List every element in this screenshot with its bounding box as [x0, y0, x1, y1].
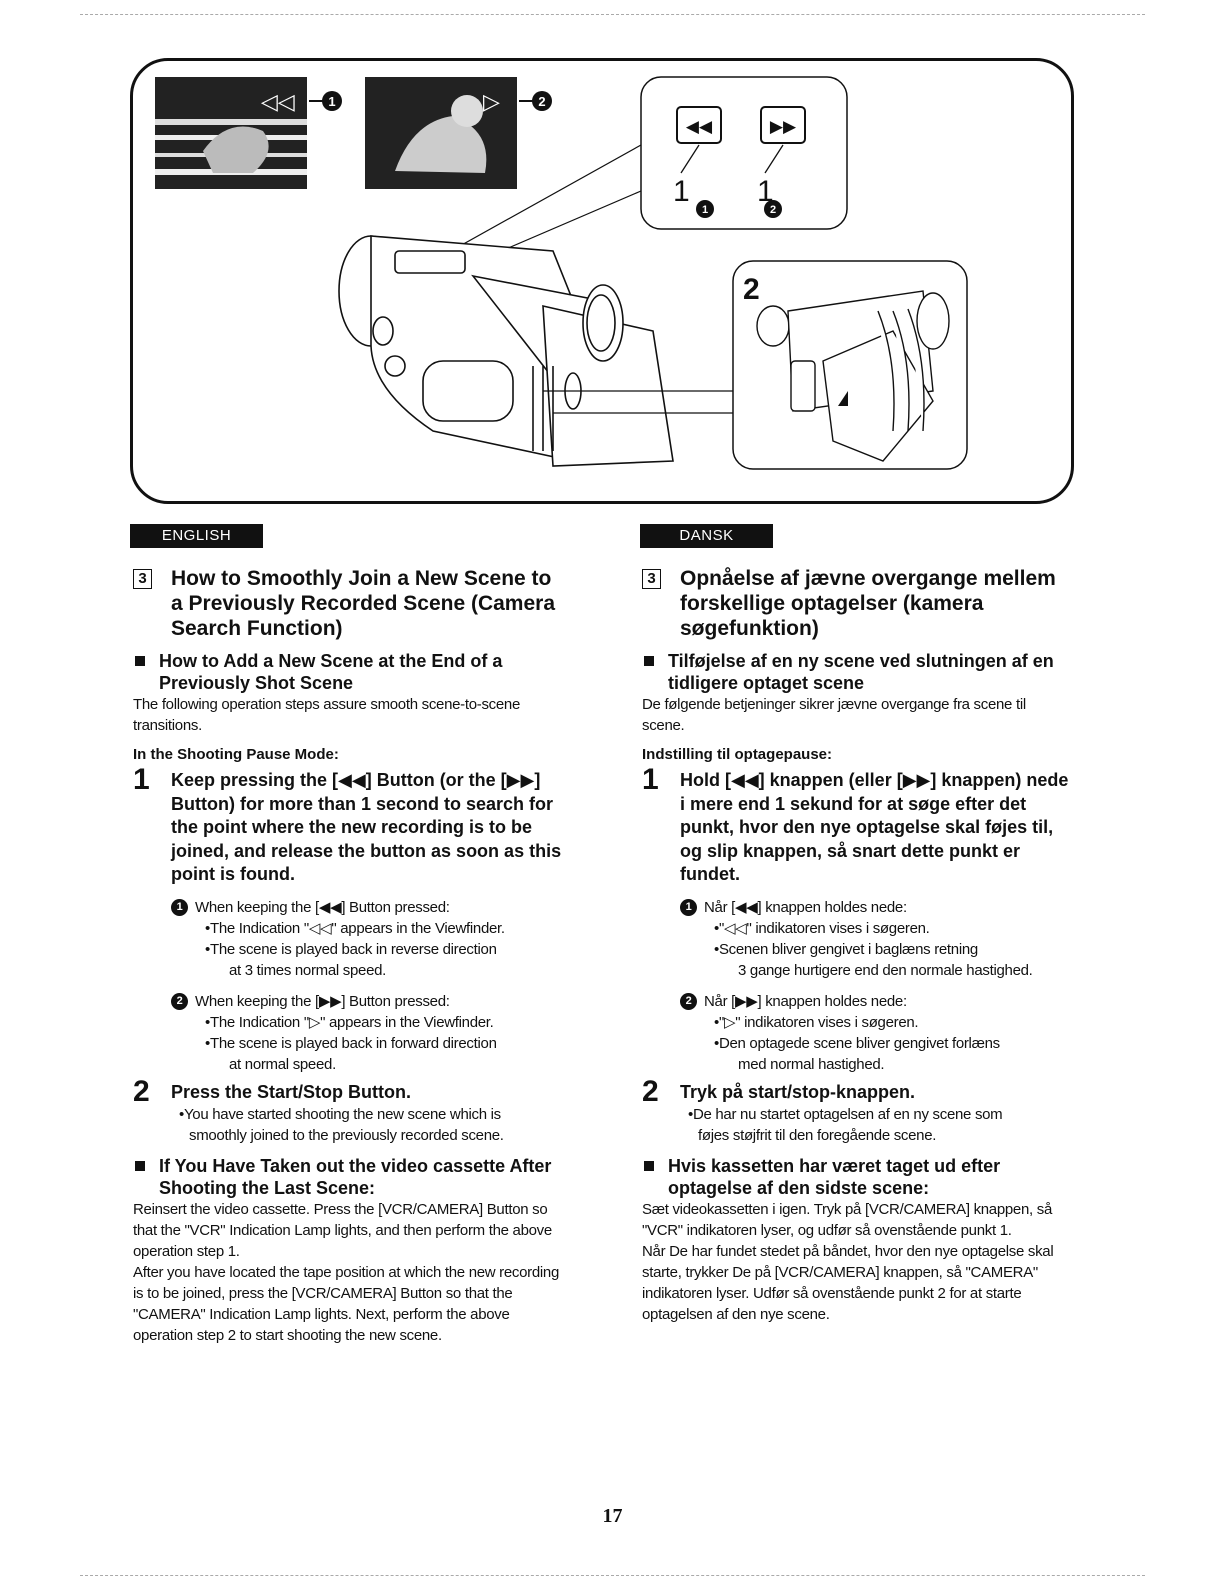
sub-step-1: 1 Når [◀◀] knappen holdes nede: •"◁◁" in… [680, 897, 1072, 981]
forward-indication: ▷ [483, 90, 500, 115]
sub-heading: How to Add a New Scene at the End of a P… [133, 650, 563, 694]
section-number: 3 [133, 569, 152, 589]
step-text: Hold [◀◀] knappen (eller [▶▶] knappen) n… [680, 770, 1069, 884]
paragraph: Når De har fundet stedet på båndet, hvor… [642, 1243, 1054, 1323]
square-bullet-icon [644, 1161, 654, 1171]
paragraph: After you have located the tape position… [133, 1264, 560, 1344]
section-heading: 3 How to Smoothly Join a New Scene to a … [133, 566, 563, 641]
section-number: 3 [642, 569, 661, 589]
svg-text:1: 1 [673, 175, 690, 208]
step-2-label: 2 [743, 273, 760, 306]
svg-text:2: 2 [770, 204, 776, 216]
scan-artifact-bottom [80, 1575, 1145, 1576]
sub-step-2: 2 When keeping the [▶▶] Button pressed: … [171, 991, 563, 1075]
dansk-column: 3 Opnåelse af jævne overgange mellem for… [642, 566, 1072, 1325]
sub-heading: If You Have Taken out the video cassette… [133, 1155, 563, 1199]
button-callout: ◀◀ ▶▶ 1 1 1 2 [640, 76, 848, 230]
sub-step-1: 1 When keeping the [◀◀] Button pressed: … [171, 897, 563, 981]
step-number: 1 [133, 763, 150, 796]
intro-text: De følgende betjeninger sikrer jævne ove… [642, 696, 1026, 734]
circled-1-icon: 1 [680, 898, 697, 916]
step-2: 2 Tryk på start/stop-knappen. •De har nu… [642, 1075, 1072, 1147]
language-tag-english: ENGLISH [130, 524, 263, 548]
rewind-button-icon: ◀◀ [686, 117, 713, 137]
intro-text: The following operation steps assure smo… [133, 696, 520, 734]
circled-2-icon: 2 [171, 992, 188, 1010]
circled-1-icon: 1 [171, 898, 188, 916]
step-2: 2 Press the Start/Stop Button. •You have… [133, 1075, 563, 1147]
language-tag-dansk: DANSK [640, 524, 773, 548]
step-1: 1 Keep pressing the [◀◀] Button (or the … [133, 763, 563, 1075]
paragraph: Sæt videokassetten i igen. Tryk på [VCR/… [642, 1201, 1052, 1239]
circled-2-icon: 2 [680, 992, 697, 1010]
section-title: Opnåelse af jævne overgange mellem forsk… [680, 567, 1056, 640]
step-text: Press the Start/Stop Button. [171, 1081, 412, 1102]
scan-artifact-top [80, 14, 1145, 15]
paragraph: Reinsert the video cassette. Press the [… [133, 1201, 552, 1260]
step-text: Tryk på start/stop-knappen. [680, 1081, 916, 1102]
page-number: 17 [602, 1505, 623, 1527]
fast-forward-button-icon: ▶▶ [770, 117, 797, 137]
camcorder-illustration: ◁◁ 1 ▷ 2 ◀◀ ▶▶ 1 1 1 2 [155, 76, 968, 470]
square-bullet-icon [135, 656, 145, 666]
marker-2-label: 2 [538, 94, 545, 109]
step-number: 2 [642, 1074, 659, 1108]
step-number: 1 [642, 763, 659, 796]
marker-1-label: 1 [328, 94, 335, 109]
step-text: Keep pressing the [◀◀] Button (or the [▶… [171, 770, 562, 884]
square-bullet-icon [644, 656, 654, 666]
section-heading: 3 Opnåelse af jævne overgange mellem for… [642, 566, 1072, 641]
sub-heading: Hvis kassetten har været taget ud efter … [642, 1155, 1072, 1199]
svg-text:1: 1 [757, 175, 774, 208]
section-title: How to Smoothly Join a New Scene to a Pr… [171, 567, 556, 640]
start-stop-inset: 2 [732, 260, 968, 470]
svg-text:1: 1 [702, 204, 708, 216]
mode-label: Indstilling til optagepause: [642, 746, 833, 763]
step-1: 1 Hold [◀◀] knappen (eller [▶▶] knappen)… [642, 763, 1072, 1075]
sub-heading: Tilføjelse af en ny scene ved slutningen… [642, 650, 1072, 694]
step-number: 2 [133, 1074, 150, 1108]
camcorder-body [338, 235, 674, 467]
sub-step-2: 2 Når [▶▶] knappen holdes nede: •"▷" ind… [680, 991, 1072, 1075]
illustration-frame: ◁◁ 1 ▷ 2 ◀◀ ▶▶ 1 1 1 2 [130, 58, 1074, 504]
mode-label: In the Shooting Pause Mode: [133, 746, 339, 763]
english-column: 3 How to Smoothly Join a New Scene to a … [133, 566, 563, 1346]
rewind-indication: ◁◁ [261, 90, 295, 115]
viewfinder-screen-forward: ▷ [365, 77, 517, 189]
square-bullet-icon [135, 1161, 145, 1171]
viewfinder-screen-rewind: ◁◁ [155, 77, 307, 189]
